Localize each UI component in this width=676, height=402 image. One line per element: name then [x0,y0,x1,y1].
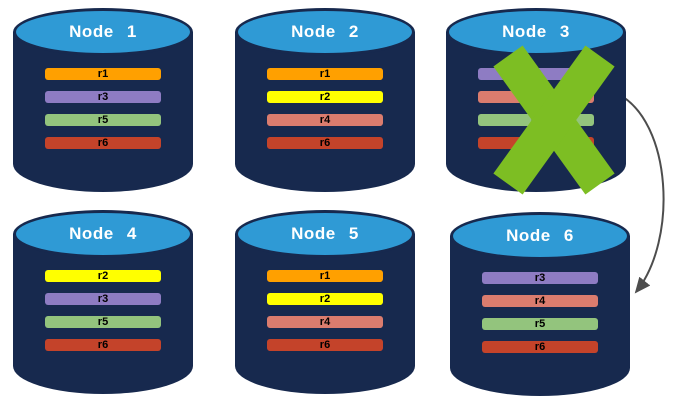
replica-label: r5 [97,114,109,126]
replica-label: r6 [319,339,331,351]
cylinder-body [450,236,630,396]
replica-bar-r5: r5 [45,114,161,126]
node-label: Node 2 [291,22,359,41]
cylinder-top: Node 6 [450,212,630,260]
x-stroke [493,45,615,195]
replica-label: r2 [319,91,331,103]
replica-label: r6 [97,137,109,149]
replica-bar-r3: r3 [45,293,161,305]
cylinder-top: Node 1 [13,8,193,56]
replica-label: r1 [319,68,331,80]
replica-bar-r4: r4 [267,316,383,328]
replica-bar-r6: r6 [267,339,383,351]
cylinder-top: Node 2 [235,8,415,56]
replica-label: r4 [319,114,331,126]
replica-bar-r6: r6 [267,137,383,149]
replica-label: r1 [319,270,331,282]
replica-bar-r4: r4 [482,295,598,307]
node-cylinder-node-6: Node 6 r3 r4 r5 r6 [450,212,630,396]
replica-bar-r5: r5 [45,316,161,328]
replica-list: r1 r2 r4 r6 [267,270,383,351]
cylinder-body [13,32,193,192]
cylinder-body [13,234,193,394]
replica-bar-r3: r3 [482,272,598,284]
replica-bar-r1: r1 [45,68,161,80]
replica-label: r3 [534,272,546,284]
replica-bar-r6: r6 [45,137,161,149]
replica-label: r3 [97,293,109,305]
replica-bar-r2: r2 [267,91,383,103]
replica-bar-r5: r5 [482,318,598,330]
replica-label: r4 [319,316,331,328]
node-label: Node 6 [506,226,574,245]
replica-label: r3 [97,91,109,103]
replica-list: r2 r3 r5 r6 [45,270,161,351]
cylinder-top: Node 5 [235,210,415,258]
replica-bar-r2: r2 [45,270,161,282]
node-cylinder-node-2: Node 2 r1 r2 r4 r6 [235,8,415,192]
replica-label: r6 [319,137,331,149]
replica-label: r6 [534,341,546,353]
node-cylinder-node-4: Node 4 r2 r3 r5 r6 [13,210,193,394]
replica-list: r1 r3 r5 r6 [45,68,161,149]
replica-bar-r1: r1 [267,68,383,80]
replica-label: r6 [97,339,109,351]
node-label: Node 4 [69,224,137,243]
replica-bar-r2: r2 [267,293,383,305]
cylinder-top: Node 4 [13,210,193,258]
node-cylinder-node-5: Node 5 r1 r2 r4 r6 [235,210,415,394]
replica-bar-r3: r3 [45,91,161,103]
cylinder-top: Node 3 [446,8,626,56]
replica-bar-r6: r6 [482,341,598,353]
failure-x-icon [493,45,615,195]
replica-list: r3 r4 r5 r6 [482,272,598,353]
node-label: Node 3 [502,22,570,41]
replica-label: r1 [97,68,109,80]
node-cylinder-node-1: Node 1 r1 r3 r5 r6 [13,8,193,192]
replica-label: r5 [534,318,546,330]
replica-label: r4 [534,295,546,307]
replica-bar-r1: r1 [267,270,383,282]
replica-bar-r4: r4 [267,114,383,126]
cylinder-body [235,234,415,394]
node-cylinder-node-3: Node 3 r3 r4 r5 r6 [446,8,626,195]
node-label: Node 5 [291,224,359,243]
replica-label: r2 [97,270,109,282]
replica-list: r1 r2 r4 r6 [267,68,383,149]
replica-label: r2 [319,293,331,305]
replica-bar-r6: r6 [45,339,161,351]
node-label: Node 1 [69,22,137,41]
replica-label: r5 [97,316,109,328]
cylinder-body [235,32,415,192]
